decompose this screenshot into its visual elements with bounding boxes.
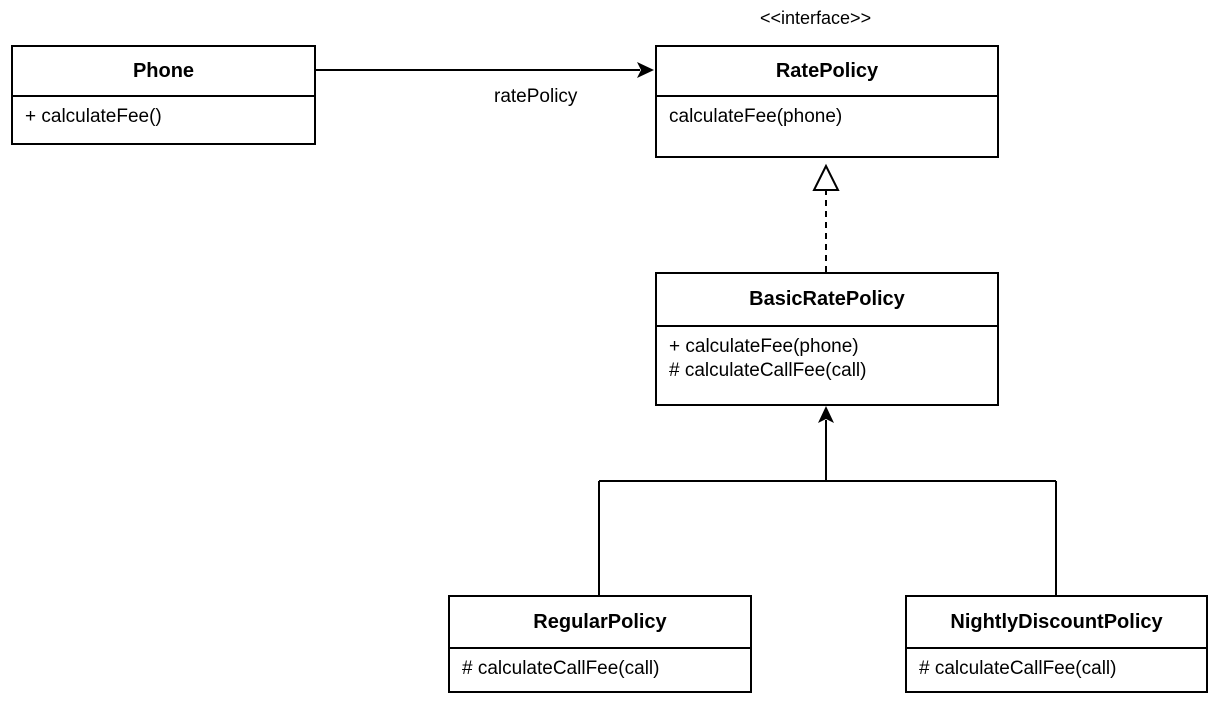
class-ratepolicy-method: calculateFee(phone) [669, 106, 843, 127]
realization-hollow-triangle [812, 163, 840, 191]
class-ratepolicy[interactable]: RatePolicy calculateFee(phone) [655, 45, 999, 158]
class-phone-method: + calculateFee() [25, 106, 162, 127]
realization-basicratepolicy-ratepolicy [812, 163, 840, 272]
class-phone-members: + calculateFee() [13, 97, 314, 129]
association-phone-ratepolicy [315, 62, 654, 78]
class-nightlydiscountpolicy[interactable]: NightlyDiscountPolicy # calculateCallFee… [905, 595, 1208, 693]
class-phone-name: Phone [13, 47, 314, 97]
class-ratepolicy-name: RatePolicy [657, 47, 997, 97]
class-nightlydiscountpolicy-name: NightlyDiscountPolicy [907, 597, 1206, 649]
generalization-subclasses-basicratepolicy [598, 406, 1057, 596]
class-ratepolicy-members: calculateFee(phone) [657, 97, 997, 129]
class-basicratepolicy-method-calculatefee: + calculateFee(phone) [669, 336, 859, 357]
association-arrowhead [637, 62, 654, 78]
association-label: ratePolicy [494, 86, 578, 107]
interface-stereotype: <<interface>> [760, 8, 872, 28]
class-regularpolicy-members: # calculateCallFee(call) [450, 649, 750, 681]
class-phone[interactable]: Phone + calculateFee() [11, 45, 316, 145]
generalization-arrowhead [818, 406, 834, 423]
class-regularpolicy-method: # calculateCallFee(call) [462, 658, 660, 679]
class-basicratepolicy[interactable]: BasicRatePolicy + calculateFee(phone) # … [655, 272, 999, 406]
class-nightlydiscountpolicy-members: # calculateCallFee(call) [907, 649, 1206, 681]
class-regularpolicy[interactable]: RegularPolicy # calculateCallFee(call) [448, 595, 752, 693]
class-basicratepolicy-name: BasicRatePolicy [657, 274, 997, 327]
class-nightlydiscountpolicy-method: # calculateCallFee(call) [919, 658, 1117, 679]
class-basicratepolicy-members: + calculateFee(phone) # calculateCallFee… [657, 327, 997, 383]
class-basicratepolicy-method-calculatecallfee: # calculateCallFee(call) [669, 360, 867, 381]
class-regularpolicy-name: RegularPolicy [450, 597, 750, 649]
